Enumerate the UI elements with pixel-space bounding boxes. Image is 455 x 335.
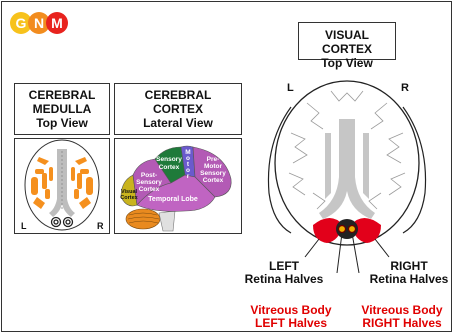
cortex-title-line: CEREBRAL xyxy=(115,88,241,102)
cortex-panel: Sensory Cortex M o t o r Pre- Motor Sens… xyxy=(114,138,242,234)
left-vitreous-body xyxy=(339,226,346,233)
left-retina-label-line: Retina Halves xyxy=(244,273,324,286)
right-horn xyxy=(363,133,369,199)
cortex-title: CEREBRAL CORTEX Lateral View xyxy=(114,83,242,135)
cerebellum xyxy=(126,209,160,229)
left-horn xyxy=(325,133,331,199)
visual-cortex-region-label: Visual Cortex xyxy=(120,189,138,201)
medulla-left-label: L xyxy=(21,221,27,231)
visual-cortex-title: VISUAL CORTEX Top View xyxy=(298,22,396,60)
right-retina-label-line: Retina Halves xyxy=(368,273,450,286)
logo-letter-m: M xyxy=(46,12,68,34)
medulla-title-line: CEREBRAL xyxy=(15,88,109,102)
premotor-label: Sensory xyxy=(200,170,226,177)
left-retina-label: LEFT Retina Halves xyxy=(244,260,324,286)
post-sensory-label: Post- xyxy=(141,172,157,179)
post-sensory-label: Cortex xyxy=(139,186,160,193)
cortex-title-line: Lateral View xyxy=(115,116,241,130)
visual-cortex-title-line: Top View xyxy=(299,56,395,70)
medulla-title-line: Top View xyxy=(15,116,109,130)
right-retina-label: RIGHT Retina Halves xyxy=(368,260,450,286)
cortex-title-line: CORTEX xyxy=(115,102,241,116)
premotor-label: Pre- xyxy=(207,156,220,163)
visual-cortex-top-view-drawing: L R xyxy=(247,73,447,273)
medulla-title-line: MEDULLA xyxy=(15,102,109,116)
sensory-label: Sensory xyxy=(156,156,182,163)
sensory-label: Cortex xyxy=(159,164,180,171)
vc-left-label: L xyxy=(287,82,294,94)
visual-cortex-title-line: VISUAL CORTEX xyxy=(299,28,395,56)
premotor-label: Cortex xyxy=(203,177,224,184)
left-vitreous-label: Vitreous Body LEFT Halves xyxy=(246,304,336,330)
left-vitreous-label-line: LEFT Halves xyxy=(246,317,336,330)
post-sensory-label: Sensory xyxy=(136,179,162,186)
medulla-panel: L R xyxy=(14,138,110,234)
brainstem xyxy=(159,211,175,231)
medulla-title: CEREBRAL MEDULLA Top View xyxy=(14,83,110,135)
cortex-lateral-view-drawing: Sensory Cortex M o t o r Pre- Motor Sens… xyxy=(115,139,241,233)
medulla-top-view-drawing: L R xyxy=(15,139,109,233)
premotor-label: Motor xyxy=(204,163,223,170)
right-vitreous-body xyxy=(349,226,356,233)
right-vitreous-label: Vitreous Body RIGHT Halves xyxy=(356,304,448,330)
visual-label: Cortex xyxy=(120,195,138,201)
temporal-lobe-label: Temporal Lobe xyxy=(148,196,198,203)
vc-right-label: R xyxy=(401,82,409,94)
gnm-logo: G N M xyxy=(10,12,84,36)
right-vitreous-label-line: RIGHT Halves xyxy=(356,317,448,330)
medulla-right-label: R xyxy=(97,221,104,231)
